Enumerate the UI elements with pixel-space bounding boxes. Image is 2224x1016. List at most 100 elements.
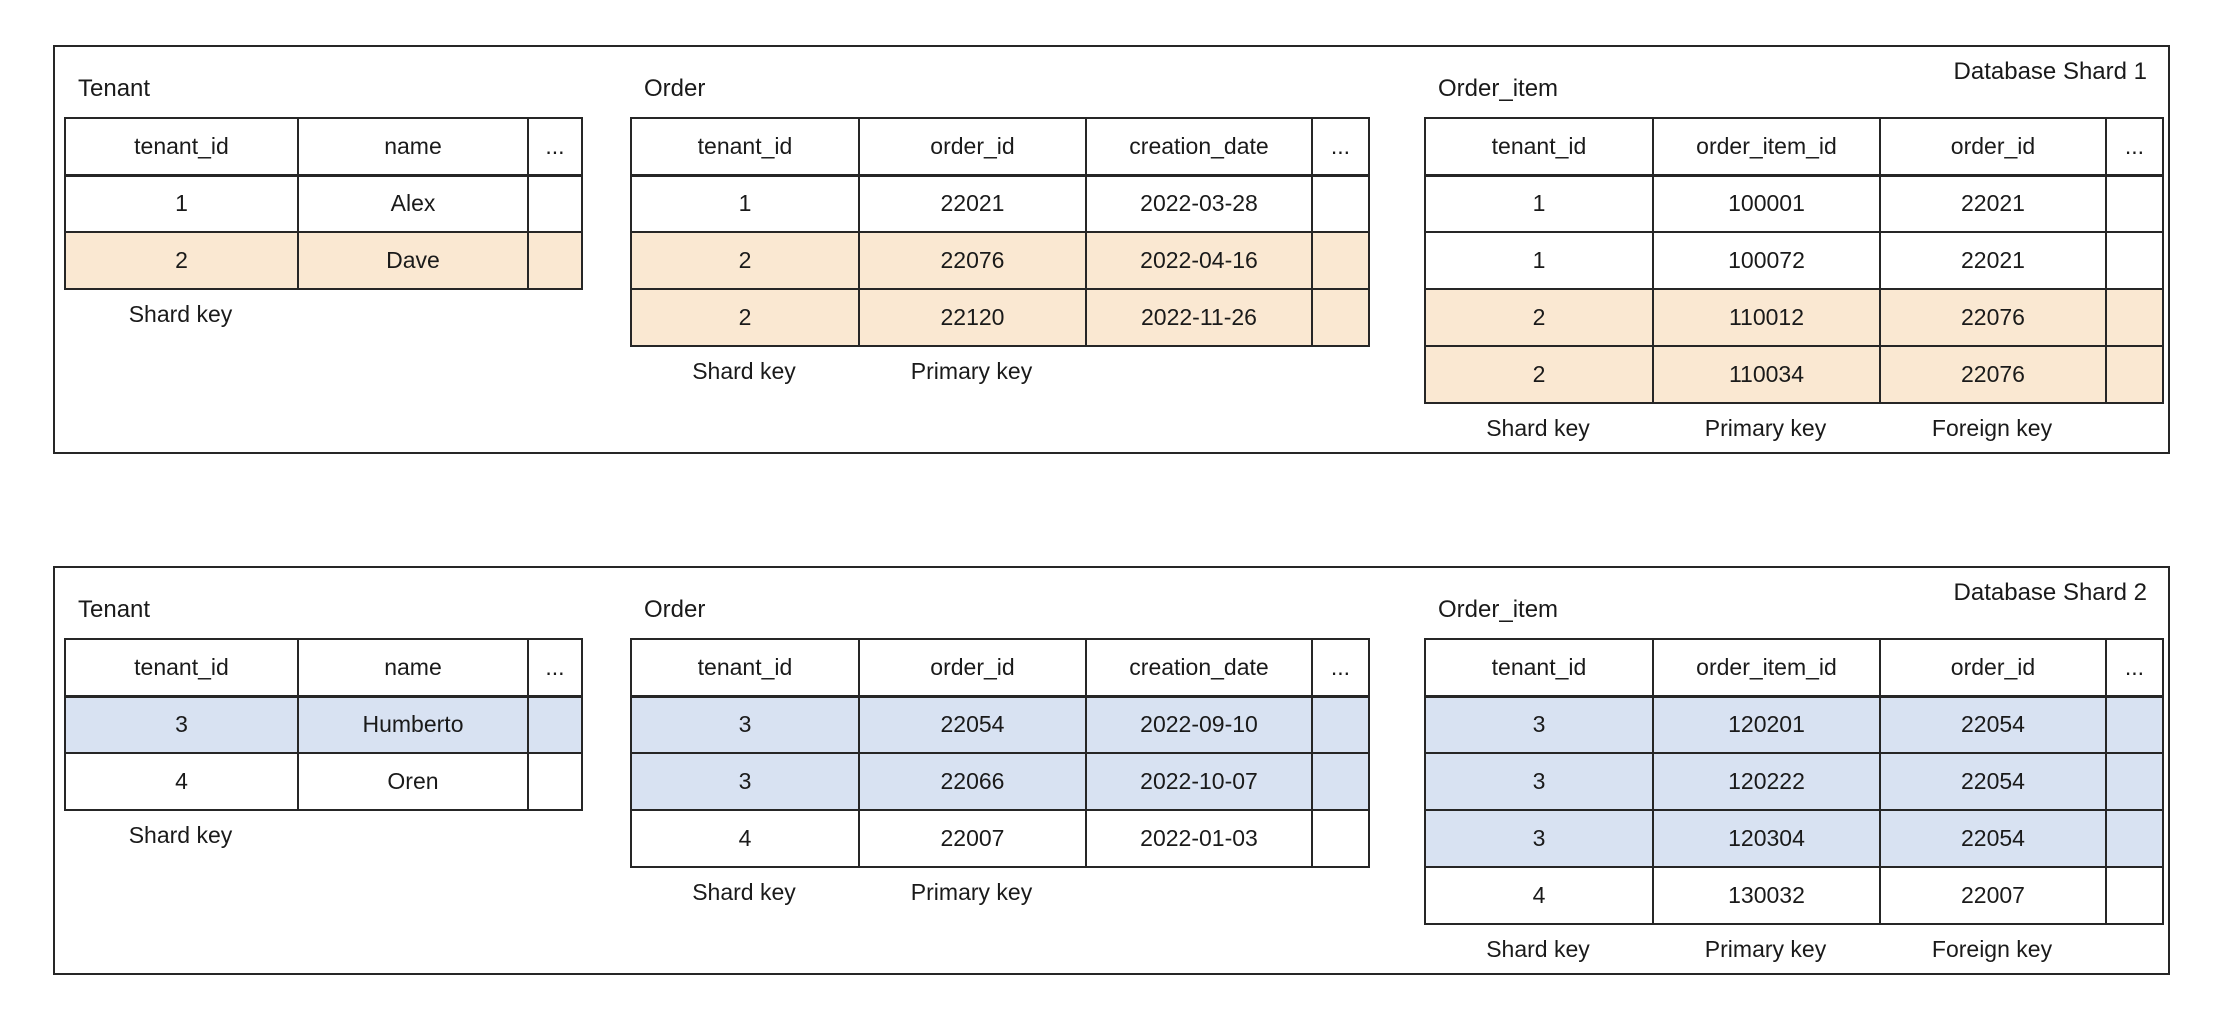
table-cell bbox=[2105, 231, 2164, 290]
table-cell: 120222 bbox=[1652, 752, 1881, 811]
table-cell bbox=[1311, 752, 1370, 811]
table-cell: 1 bbox=[1424, 231, 1654, 290]
shard-key-label: Shard key bbox=[1486, 415, 1590, 441]
table-cell: 22066 bbox=[858, 752, 1087, 811]
table-cell bbox=[1311, 288, 1370, 347]
table-cell bbox=[1311, 174, 1370, 233]
shard-key-label: Shard key bbox=[692, 358, 796, 384]
table-cell bbox=[2105, 809, 2164, 868]
column-header: tenant_id bbox=[1424, 117, 1654, 177]
table-cell: 3 bbox=[1424, 809, 1654, 868]
column-header: ... bbox=[2105, 638, 2164, 698]
foreign-key-label: Foreign key bbox=[1931, 936, 2053, 962]
shard-label: Database Shard 2 bbox=[1953, 579, 2147, 606]
table-cell bbox=[2105, 866, 2164, 925]
table-cell: 2022-11-26 bbox=[1085, 288, 1313, 347]
table-cell: 2 bbox=[630, 231, 860, 290]
table-cell: Oren bbox=[297, 752, 529, 811]
table-cell: 22021 bbox=[1879, 174, 2107, 233]
column-header: order_id bbox=[1879, 638, 2107, 698]
column-header: name bbox=[297, 638, 529, 698]
table-cell: 22054 bbox=[1879, 752, 2107, 811]
table-cell bbox=[1311, 809, 1370, 868]
table-cell: 1 bbox=[630, 174, 860, 233]
table-cell: 22076 bbox=[1879, 288, 2107, 347]
table-cell: 100072 bbox=[1652, 231, 1881, 290]
table-cell: 2022-10-07 bbox=[1085, 752, 1313, 811]
foreign-key-label: Foreign key bbox=[1931, 415, 2053, 441]
table-cell: 120304 bbox=[1652, 809, 1881, 868]
table-cell: 3 bbox=[630, 752, 860, 811]
table-cell: 3 bbox=[64, 695, 299, 754]
column-header: tenant_id bbox=[630, 117, 860, 177]
shard-key-label: Shard key bbox=[1486, 936, 1590, 962]
shard-key-label: Shard key bbox=[128, 301, 233, 327]
column-header: order_id bbox=[858, 638, 1087, 698]
column-header: ... bbox=[1311, 117, 1370, 177]
table-cell bbox=[1311, 231, 1370, 290]
table-cell: 22076 bbox=[858, 231, 1087, 290]
key-labels: Shard key bbox=[64, 299, 583, 331]
table-cell: 4 bbox=[1424, 866, 1654, 925]
shard-key-label: Shard key bbox=[692, 879, 796, 905]
table-cell bbox=[2105, 288, 2164, 347]
column-header: ... bbox=[2105, 117, 2164, 177]
column-header: ... bbox=[527, 638, 583, 698]
column-header: order_item_id bbox=[1652, 638, 1881, 698]
table-cell: 22021 bbox=[1879, 231, 2107, 290]
primary-key-label: Primary key bbox=[1704, 936, 1827, 962]
key-labels: Shard key Primary key Foreign key bbox=[1424, 934, 2164, 966]
table-cell bbox=[527, 752, 583, 811]
table-cell: 130032 bbox=[1652, 866, 1881, 925]
primary-key-label: Primary key bbox=[1704, 415, 1827, 441]
table-cell bbox=[527, 174, 583, 233]
column-header: creation_date bbox=[1085, 117, 1313, 177]
table-cell: Humberto bbox=[297, 695, 529, 754]
column-header: ... bbox=[1311, 638, 1370, 698]
table-cell bbox=[2105, 345, 2164, 404]
table-cell: 100001 bbox=[1652, 174, 1881, 233]
primary-key-label: Primary key bbox=[910, 879, 1033, 905]
column-header: order_item_id bbox=[1652, 117, 1881, 177]
table-cell: Dave bbox=[297, 231, 529, 290]
column-header: creation_date bbox=[1085, 638, 1313, 698]
table-cell: 3 bbox=[1424, 695, 1654, 754]
table-cell: 2 bbox=[1424, 345, 1654, 404]
table-cell: 22054 bbox=[1879, 695, 2107, 754]
table-cell: 2022-01-03 bbox=[1085, 809, 1313, 868]
column-header: name bbox=[297, 117, 529, 177]
table-cell: 120201 bbox=[1652, 695, 1881, 754]
table-cell bbox=[2105, 695, 2164, 754]
table-title: Order bbox=[644, 596, 706, 623]
table-cell: 4 bbox=[630, 809, 860, 868]
table-cell: 2 bbox=[64, 231, 299, 290]
column-header: tenant_id bbox=[1424, 638, 1654, 698]
